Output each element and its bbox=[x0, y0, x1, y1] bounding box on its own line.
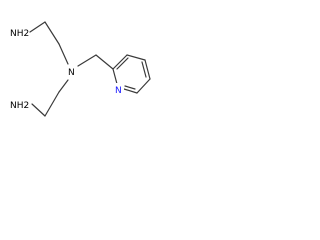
bond-double-pyc2-pyc3 bbox=[116, 57, 129, 70]
bonds bbox=[29, 21, 151, 117]
bond-ncenter-c3 bbox=[58, 79, 69, 93]
atom-n-center-label: N bbox=[68, 68, 75, 78]
bond-c4-nh2bottom bbox=[31, 103, 46, 117]
atom-labels: NH2 N NH2 N bbox=[10, 29, 124, 111]
bond-pyc6-npy bbox=[123, 88, 138, 94]
bond-nh2top-c1 bbox=[29, 21, 46, 33]
bond-ncenter-ch2 bbox=[77, 54, 97, 67]
bond-ch2-pyc2 bbox=[95, 54, 114, 70]
atom-nh2-bottom-label: NH2 bbox=[10, 101, 29, 111]
molecule-structure-diagram: NH2 N NH2 N bbox=[10, 21, 151, 117]
bond-pyc2-pyc3 bbox=[112, 54, 128, 70]
atom-n-pyridine-label: N bbox=[115, 86, 122, 96]
atom-nh2-top-label: NH2 bbox=[10, 29, 29, 39]
bond-double-pyc4-pyc5 bbox=[141, 61, 147, 78]
bond-c3-c4 bbox=[44, 91, 60, 117]
bond-pyc3-pyc4 bbox=[126, 54, 146, 61]
bond-c2-ncenter bbox=[58, 43, 69, 65]
bond-npy-pyc2 bbox=[112, 68, 118, 85]
bond-pyc5-pyc6 bbox=[136, 78, 151, 94]
bond-pyc4-pyc5 bbox=[144, 59, 151, 80]
bond-double-pyc6-npy bbox=[124, 85, 136, 90]
bond-c1-c2 bbox=[44, 21, 60, 45]
